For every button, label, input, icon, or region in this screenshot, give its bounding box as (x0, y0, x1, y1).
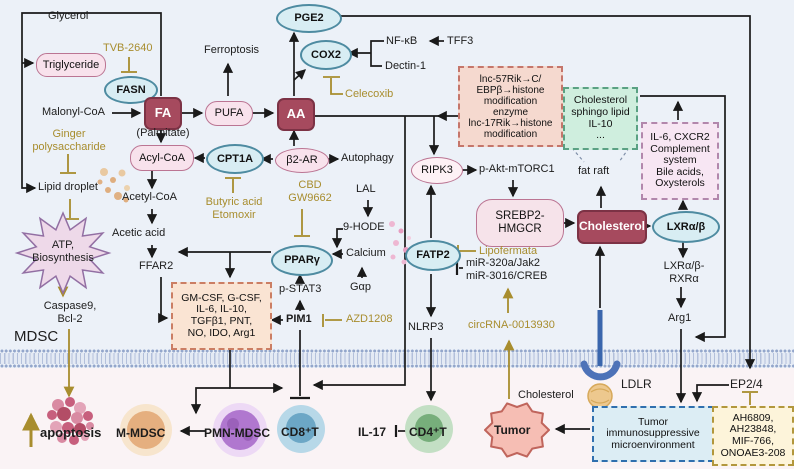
label-gap: Gαp (350, 281, 372, 293)
label-nfkb: NF-κB (386, 35, 418, 47)
label-atp-biosynthesis: ATP, Biosynthesis (32, 239, 94, 264)
tumor-cell (484, 402, 550, 458)
label-tumor: Tumor (494, 423, 531, 437)
label-caspase9-bcl2: Caspase9, Bcl-2 (43, 300, 97, 325)
node-cholesterol: Cholesterol (577, 210, 647, 244)
node-pparg: PPARγ (271, 245, 333, 276)
m-mdsc-cell (120, 404, 172, 456)
label-dectin1: Dectin-1 (385, 60, 426, 72)
label-lipid-droplet: Lipid droplet (38, 181, 98, 193)
cell-membrane (0, 349, 794, 368)
node-cox2: COX2 (300, 40, 352, 70)
label-pim1: PIM1 (286, 313, 312, 325)
label-lxr-rxr: LXRα/β- RXRα (663, 260, 705, 285)
node-cpt1a: CPT1A (206, 144, 264, 174)
label-circrna: circRNA-0013930 (468, 319, 555, 331)
node-ripk3: RIPK3 (411, 157, 463, 184)
node-fatp2: FATP2 (405, 240, 461, 271)
label-cbd-gw9662: CBD GW9662 (288, 179, 332, 204)
label-ldlr: LDLR (621, 377, 652, 391)
label-ep24: EP2/4 (730, 377, 763, 391)
label-cd4t: CD4⁺T (409, 425, 447, 439)
label-9hode: 9-HODE (343, 221, 385, 233)
label-tff3: TFF3 (447, 35, 474, 47)
node-pufa: PUFA (205, 101, 253, 126)
label-acetyl-coa: Acetyl-CoA (122, 191, 178, 203)
cd4-t-cell (405, 405, 453, 453)
label-arg1: Arg1 (668, 312, 692, 324)
label-nlrp3: NLRP3 (408, 321, 444, 333)
il6-cxcr2-box: IL-6, CXCR2 Complement system Bile acids… (641, 122, 719, 200)
label-autophagy: Autophagy (341, 152, 394, 164)
node-b2ar: β2-AR (275, 148, 329, 173)
cholesterol-sphingolipid-box: Cholesterol sphingo lipid IL-10 ... (563, 87, 638, 150)
pmn-mdsc-cell (213, 403, 267, 457)
label-ferroptosis: Ferroptosis (204, 44, 260, 56)
node-triglyceride: Triglyceride (36, 53, 106, 77)
label-butyric-etomoxir: Butyric acid Etomoxir (205, 196, 263, 221)
label-apoptosis: apoptosis (40, 425, 102, 440)
label-azd1208: AZD1208 (346, 313, 393, 325)
label-m-mdsc: M-MDSC (116, 426, 166, 440)
node-acyl-coa: Acyl-CoA (130, 145, 194, 171)
lipid-droplet-dots (97, 168, 130, 203)
label-cholesterol-extracellular: Cholesterol (518, 389, 574, 401)
label-mdsc: MDSC (14, 328, 59, 345)
cd8-t-cell (277, 405, 325, 453)
label-tvb2640: TVB-2640 (103, 42, 153, 54)
node-pge2: PGE2 (276, 4, 342, 33)
label-glycerol: Glycerol (48, 10, 89, 22)
label-ffar2: FFAR2 (139, 260, 174, 272)
label-pmn-mdsc: PMN-MDSC (204, 426, 270, 440)
label-malonyl-coa: Malonyl-CoA (42, 106, 105, 118)
label-celecoxib: Celecoxib (345, 88, 394, 100)
label-cd8t: CD8⁺T (281, 425, 319, 439)
label-fat-raft: fat raft (578, 165, 610, 177)
node-lxr: LXRα/β (652, 211, 720, 243)
label-lal: LAL (356, 183, 376, 195)
label-lipofermata: Lipofermata (479, 245, 538, 257)
label-mirnas: miR-320a/Jak2 miR-3016/CREB (466, 257, 548, 282)
node-fa: FA (144, 97, 182, 130)
atp-starburst (14, 211, 112, 295)
node-srebp2-hmgcr: SREBP2- HMGCR (476, 199, 564, 247)
label-pstat3: p-STAT3 (279, 283, 322, 295)
ep-antagonist-box: AH6809, AH23848, MIF-766, ONOAE3-208 (712, 406, 794, 466)
lnc-rna-box: lnc-57Rik→C/ EBPβ→histone modification e… (458, 66, 563, 147)
label-pakt-mtorc1: p-Akt-mTORC1 (479, 163, 555, 175)
label-ginger-polysaccharide: Ginger polysaccharide (32, 128, 106, 153)
label-calcium: Calcium (346, 247, 386, 259)
tumor-microenvironment-box: Tumor immunosuppressive microenvironment (592, 406, 714, 462)
label-il17: IL-17 (358, 425, 387, 439)
node-aa: AA (277, 98, 315, 131)
ldlr-receptor (580, 310, 621, 409)
gm-csf-cytokine-box: GM-CSF, G-CSF, IL-6, IL-10, TGFβ1, PNT, … (171, 282, 272, 350)
label-palmitate: (Palmitate) (136, 127, 190, 139)
label-acetic-acid: Acetic acid (112, 227, 166, 239)
apoptotic-cells (47, 397, 94, 445)
